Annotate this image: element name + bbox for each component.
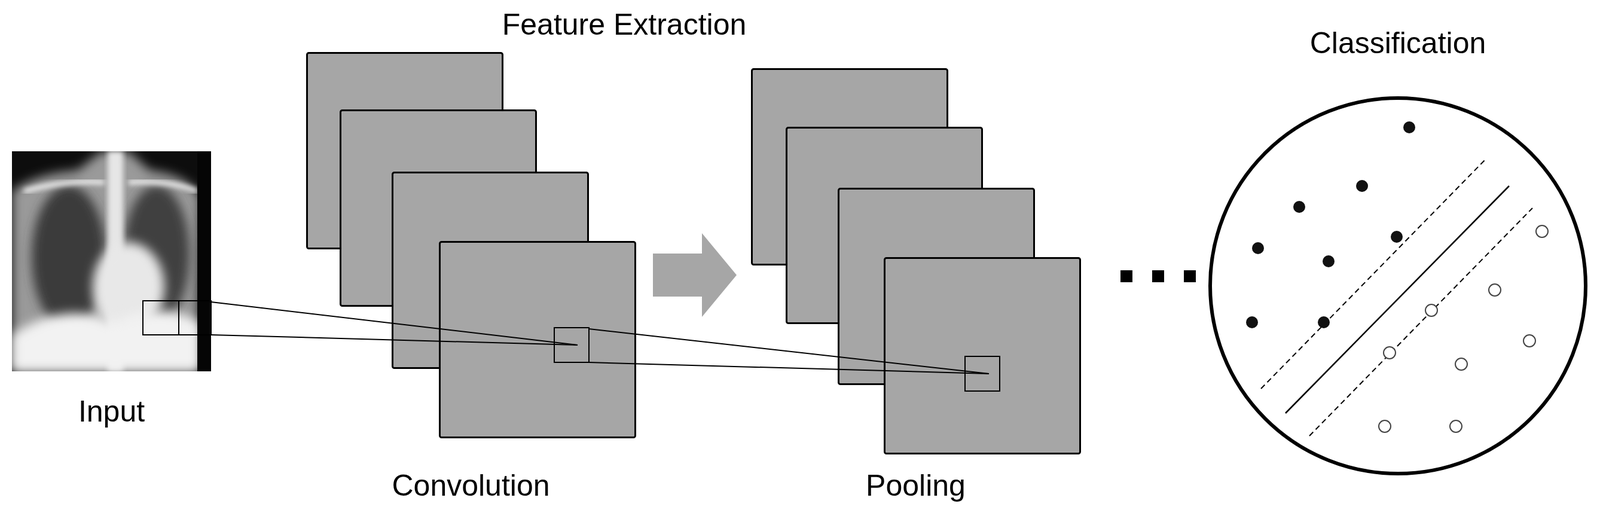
input-patch-divider [178, 300, 180, 335]
class-b-point [1536, 225, 1548, 238]
continuation-dot [1183, 270, 1196, 283]
xray-heart [92, 242, 165, 332]
continuation-dot [1152, 270, 1165, 283]
class-b-point [1425, 304, 1438, 317]
classification-outline [1210, 98, 1586, 474]
class-a-point [1293, 200, 1306, 213]
class-a-point [1246, 316, 1258, 329]
class-b-point [1455, 358, 1468, 371]
class-a-point [1252, 242, 1264, 255]
node-caption: Classification [1158, 25, 1600, 61]
class-a-point [1356, 179, 1369, 192]
class-b-point [1488, 284, 1501, 296]
chest-xray [11, 151, 212, 372]
class-b-point [1383, 346, 1396, 359]
classification-circle: Classification [1208, 96, 1588, 476]
input-image: Input [11, 151, 212, 372]
node-outline [1208, 96, 1588, 476]
svm-scatter [1246, 121, 1548, 436]
class-a-point [1317, 316, 1330, 329]
feature-map [440, 242, 636, 438]
feature-map [884, 258, 1081, 454]
input-patch [142, 300, 212, 335]
xray-background [11, 151, 212, 372]
node-caption: Pooling [676, 467, 1156, 504]
xray-spine [107, 151, 124, 372]
section-heading: Feature Extraction [385, 6, 864, 43]
class-b-point [1449, 420, 1462, 433]
convolution-patch [554, 327, 589, 363]
xray-left-lung [123, 185, 190, 323]
block-arrow [652, 233, 737, 317]
projection-line [588, 362, 989, 374]
node-caption: Input [0, 393, 351, 430]
projection-line [211, 301, 578, 345]
xray-edge [197, 151, 212, 372]
class-a-point [1322, 255, 1335, 268]
class-b-point [1378, 420, 1391, 433]
margin-line [1309, 208, 1533, 436]
xray-clavicles [23, 181, 198, 192]
class-a-point [1390, 230, 1403, 243]
margin-line [1260, 160, 1485, 389]
decision-boundary [1285, 185, 1510, 414]
continuation-dot [1120, 270, 1133, 283]
node-outline [11, 151, 212, 372]
class-b-point [1523, 334, 1536, 347]
projection-line [211, 334, 578, 345]
pooling-stack: Pooling [750, 68, 1081, 456]
xray-torso [11, 151, 201, 372]
node-caption: Convolution [231, 467, 711, 504]
pooling-patch [965, 356, 1000, 392]
xray-right-lung [31, 185, 106, 329]
projection-line [588, 328, 989, 374]
class-a-point [1403, 121, 1416, 134]
node-outline [750, 68, 1081, 456]
node-outline [306, 52, 636, 439]
xray-diaphragm [11, 310, 201, 372]
convolution-stack: Convolution [306, 52, 636, 439]
